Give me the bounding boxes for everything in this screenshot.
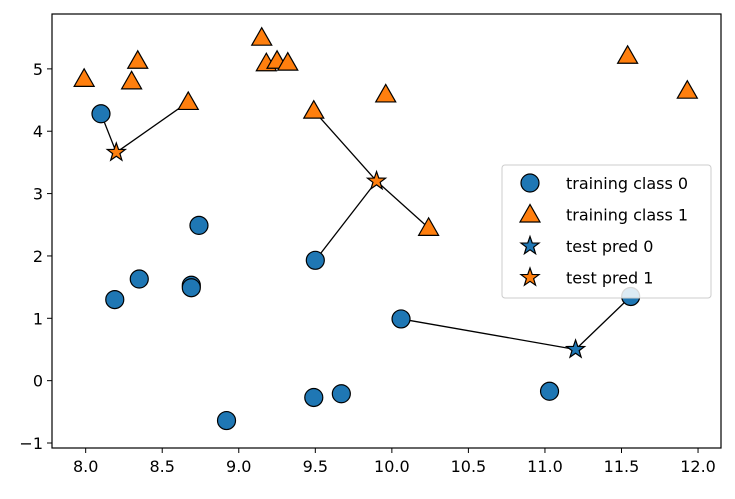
legend-label: training class 1 <box>566 206 688 225</box>
class1-point <box>177 90 200 111</box>
class1-point <box>374 83 397 103</box>
test-star-point <box>365 169 388 191</box>
class0-point <box>305 250 325 270</box>
test-star-point <box>105 141 128 162</box>
x-tick-label: 9.0 <box>226 457 251 476</box>
y-tick-label: 4 <box>33 122 43 141</box>
legend-marker <box>518 203 542 223</box>
legend-label: test pred 0 <box>566 237 653 256</box>
neighbor-line <box>314 180 378 261</box>
class1-point <box>126 49 149 69</box>
neighbor-line <box>376 180 430 229</box>
legend-label: training class 0 <box>566 174 688 193</box>
x-tick-label: 8.0 <box>73 457 98 476</box>
x-tick-label: 8.5 <box>149 457 174 476</box>
class0-point <box>129 269 149 289</box>
y-tick-label: 0 <box>33 372 43 391</box>
x-tick-label: 11.0 <box>527 457 563 476</box>
neighbor-line <box>400 318 576 351</box>
y-tick-label: 5 <box>33 60 43 79</box>
x-tick-label: 10.0 <box>374 457 410 476</box>
x-tick-label: 10.5 <box>451 457 487 476</box>
test-star-point <box>564 338 587 359</box>
class1-point <box>120 70 143 90</box>
class0-point <box>105 289 125 310</box>
class0-point <box>181 278 201 298</box>
legend-box <box>501 164 712 299</box>
class0-point <box>539 381 560 401</box>
x-tick-label: 12.0 <box>680 457 716 476</box>
class0-point <box>391 309 411 329</box>
class0-point <box>331 384 351 404</box>
neighbor-line <box>313 110 378 182</box>
x-tick-label: 11.5 <box>604 457 640 476</box>
legend-marker <box>520 173 540 193</box>
class1-point <box>676 79 699 99</box>
class0-point <box>304 387 324 408</box>
class0-point <box>216 410 237 431</box>
neighbor-line <box>115 101 189 153</box>
x-tick-label: 9.5 <box>303 457 328 476</box>
neighbor-line <box>575 296 632 350</box>
y-tick-label: 2 <box>33 247 43 266</box>
legend-marker <box>519 266 541 287</box>
axis-ticks: 8.0 8.5 9.0 9.5 10.0 10.5 11.0 11.5 12.0 −1 0 1 2 3 4 5 <box>19 60 715 476</box>
class1-point <box>302 99 325 119</box>
legend-label: test pred 1 <box>566 269 653 288</box>
class1-point <box>417 216 440 236</box>
plot-frame <box>51 13 722 449</box>
class0-point <box>91 104 111 124</box>
y-tick-label: 1 <box>33 309 43 328</box>
y-tick-label: 3 <box>33 185 43 204</box>
class1-point <box>616 44 639 64</box>
data-markers <box>73 26 699 431</box>
y-tick-label: −1 <box>19 434 43 453</box>
legend-marker <box>519 234 541 256</box>
legend: training class 0 training class 1 test pre… <box>501 164 712 299</box>
class0-point <box>189 215 209 235</box>
class1-point <box>250 26 273 46</box>
class1-point <box>276 51 299 71</box>
class1-point <box>73 67 96 87</box>
neighbor-lines <box>100 101 632 351</box>
